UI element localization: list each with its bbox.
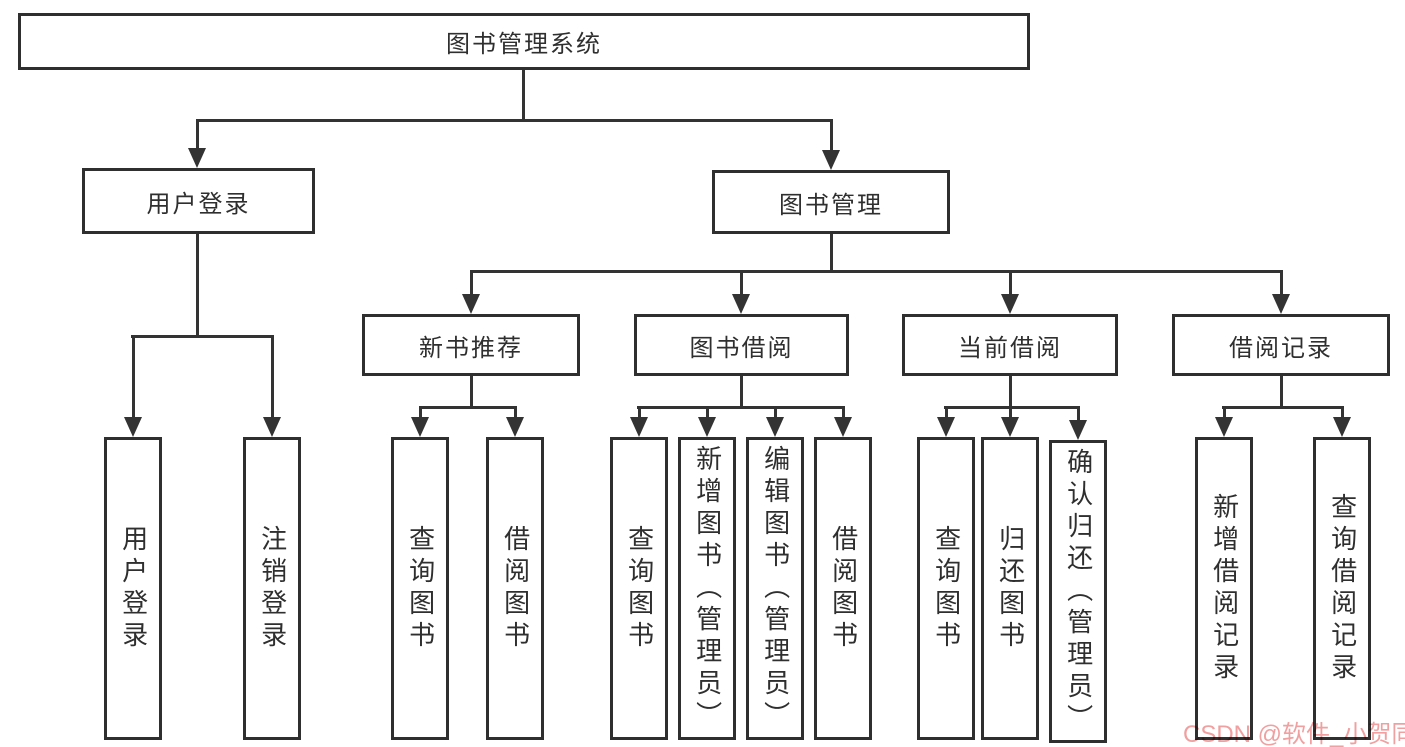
leaf-user-login: 用户登录: [104, 437, 162, 740]
connector-line-vertical: [522, 70, 525, 122]
arrow-down-icon: [411, 417, 429, 437]
connector-line-horizontal: [637, 406, 845, 409]
node-root-system: 图书管理系统: [18, 13, 1030, 70]
arrow-down-icon: [822, 150, 840, 170]
node-label: 图书管理系统: [446, 31, 602, 58]
node-label: 编辑图书（管理员）: [760, 444, 791, 733]
leaf-logout: 注销登录: [243, 437, 301, 740]
node-book-borrow: 图书借阅: [634, 314, 849, 376]
connector-arrow-stem: [774, 407, 777, 417]
connector-arrow-stem: [1077, 407, 1080, 420]
connector-arrow-stem: [196, 120, 199, 148]
node-label: 新书推荐: [419, 334, 523, 362]
leaf-query-books-current: 查询图书: [917, 437, 975, 740]
node-book-management: 图书管理: [712, 170, 950, 234]
leaf-query-borrow-record: 查询借阅记录: [1313, 437, 1371, 740]
connector-line-horizontal: [196, 119, 833, 122]
arrow-down-icon: [698, 417, 716, 437]
connector-arrow-stem: [1280, 271, 1283, 294]
connector-line-horizontal: [131, 335, 274, 338]
node-label: 借阅图书: [500, 524, 531, 653]
arrow-down-icon: [506, 417, 524, 437]
node-label: 新增借阅记录: [1209, 492, 1240, 685]
arrow-down-icon: [937, 417, 955, 437]
node-new-book-recommend: 新书推荐: [362, 314, 580, 376]
leaf-query-books-borrow: 查询图书: [610, 437, 668, 740]
node-label: 查询图书: [405, 524, 436, 653]
node-label: 图书借阅: [689, 334, 794, 362]
node-borrow-records: 借阅记录: [1172, 314, 1390, 376]
node-current-borrow: 当前借阅: [902, 314, 1118, 376]
connector-line-horizontal: [470, 270, 1283, 273]
arrow-down-icon: [188, 148, 206, 168]
node-label: 借阅记录: [1229, 334, 1333, 362]
leaf-edit-books-admin: 编辑图书（管理员）: [746, 437, 804, 740]
arrow-down-icon: [462, 294, 480, 314]
connector-arrow-stem: [271, 336, 274, 417]
node-label: 查询图书: [624, 524, 655, 653]
arrow-down-icon: [263, 417, 281, 437]
connector-arrow-stem: [945, 407, 948, 417]
node-label: 借阅图书: [828, 524, 859, 653]
arrow-down-icon: [1215, 417, 1233, 437]
connector-line-vertical: [196, 234, 199, 337]
connector-line-horizontal: [419, 406, 517, 409]
arrow-down-icon: [1069, 420, 1087, 440]
node-label: 注销登录: [257, 524, 288, 653]
node-label: 新增图书（管理员）: [692, 444, 723, 733]
connector-line-vertical: [470, 376, 473, 409]
arrow-down-icon: [766, 417, 784, 437]
connector-arrow-stem: [1009, 407, 1012, 417]
connector-arrow-stem: [706, 407, 709, 417]
node-label: 归还图书: [995, 524, 1026, 653]
leaf-borrow-books: 借阅图书: [814, 437, 872, 740]
csdn-watermark: CSDN @软件_小贺同学: [1183, 721, 1405, 747]
connector-line-vertical: [830, 234, 833, 273]
node-label: 用户登录: [118, 524, 149, 653]
connector-arrow-stem: [1009, 271, 1012, 294]
leaf-add-books-admin: 新增图书（管理员）: [678, 437, 736, 740]
connector-arrow-stem: [740, 271, 743, 294]
connector-arrow-stem: [514, 407, 517, 417]
node-user-login: 用户登录: [82, 168, 315, 234]
connector-arrow-stem: [842, 407, 845, 417]
arrow-down-icon: [630, 417, 648, 437]
leaf-add-borrow-record: 新增借阅记录: [1195, 437, 1253, 740]
node-label: 查询借阅记录: [1327, 492, 1358, 685]
connector-arrow-stem: [1223, 407, 1226, 417]
arrow-down-icon: [1001, 294, 1019, 314]
connector-arrow-stem: [470, 271, 473, 294]
node-label: 用户登录: [146, 190, 251, 218]
leaf-confirm-return-admin: 确认归还（管理员）: [1049, 440, 1107, 743]
node-label: 查询图书: [931, 524, 962, 653]
leaf-return-books: 归还图书: [981, 437, 1039, 740]
connector-line-horizontal: [944, 406, 1080, 409]
connector-arrow-stem: [830, 120, 833, 150]
connector-arrow-stem: [419, 407, 422, 417]
arrow-down-icon: [732, 294, 750, 314]
node-label: 当前借阅: [958, 334, 1062, 362]
connector-arrow-stem: [132, 336, 135, 417]
node-label: 确认归还（管理员）: [1063, 447, 1094, 736]
connector-arrow-stem: [638, 407, 641, 417]
node-label: 图书管理: [779, 191, 883, 219]
arrow-down-icon: [834, 417, 852, 437]
leaf-query-books-recommend: 查询图书: [391, 437, 449, 740]
connector-line-horizontal: [1222, 406, 1344, 409]
arrow-down-icon: [1001, 417, 1019, 437]
arrow-down-icon: [1272, 294, 1290, 314]
arrow-down-icon: [124, 417, 142, 437]
connector-arrow-stem: [1341, 407, 1344, 417]
connector-line-vertical: [1009, 376, 1012, 409]
leaf-borrow-books-recommend: 借阅图书: [486, 437, 544, 740]
connector-line-vertical: [1280, 376, 1283, 409]
connector-line-vertical: [740, 376, 743, 409]
arrow-down-icon: [1333, 417, 1351, 437]
